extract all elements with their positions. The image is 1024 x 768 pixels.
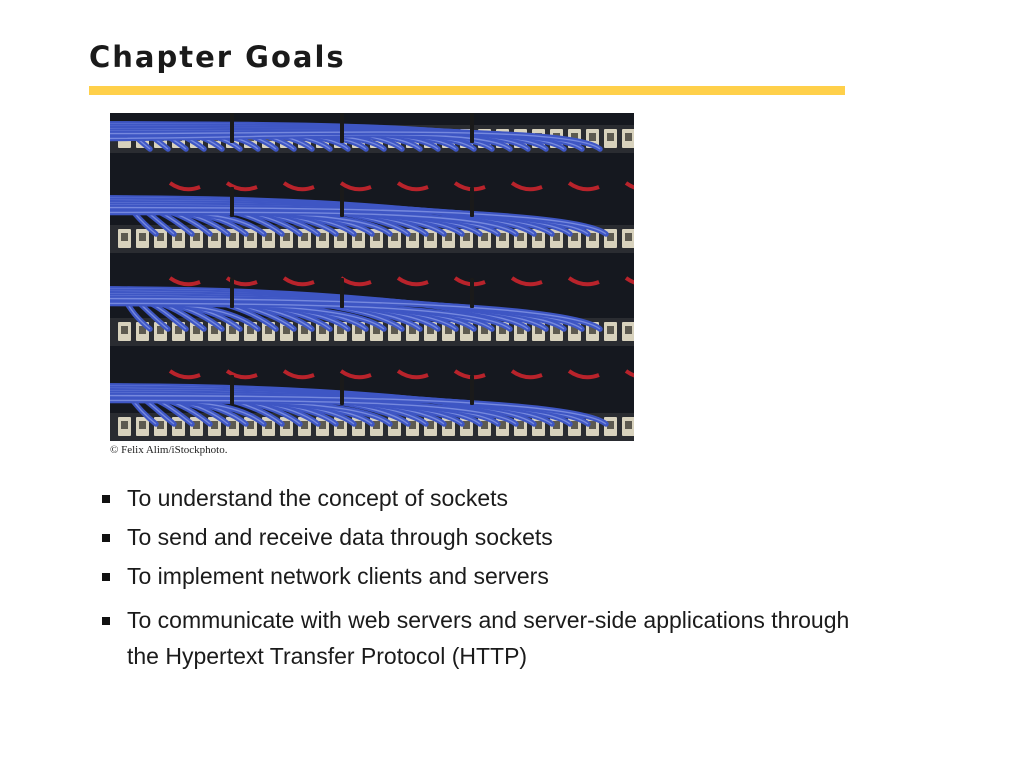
goal-text: To implement network clients and servers [127,563,549,589]
network-patch-panel-photo [110,113,634,441]
goal-text: To communicate with web servers and serv… [127,607,850,669]
bullet-icon [102,617,110,625]
slide-title: Chapter Goals [89,40,346,74]
goal-text: To send and receive data through sockets [127,524,553,550]
bullet-icon [102,534,110,542]
goal-item: To understand the concept of sockets [102,480,862,516]
bullet-icon [102,495,110,503]
bullet-icon [102,573,110,581]
goal-item: To communicate with web servers and serv… [102,602,862,674]
goals-list: To understand the concept of sockets To … [102,480,862,677]
photo-credit: © Felix Alim/iStockphoto. [110,444,228,456]
goal-item: To implement network clients and servers [102,558,862,594]
goal-text: To understand the concept of sockets [127,485,509,511]
goal-item: To send and receive data through sockets [102,519,862,555]
title-underline [89,86,845,95]
